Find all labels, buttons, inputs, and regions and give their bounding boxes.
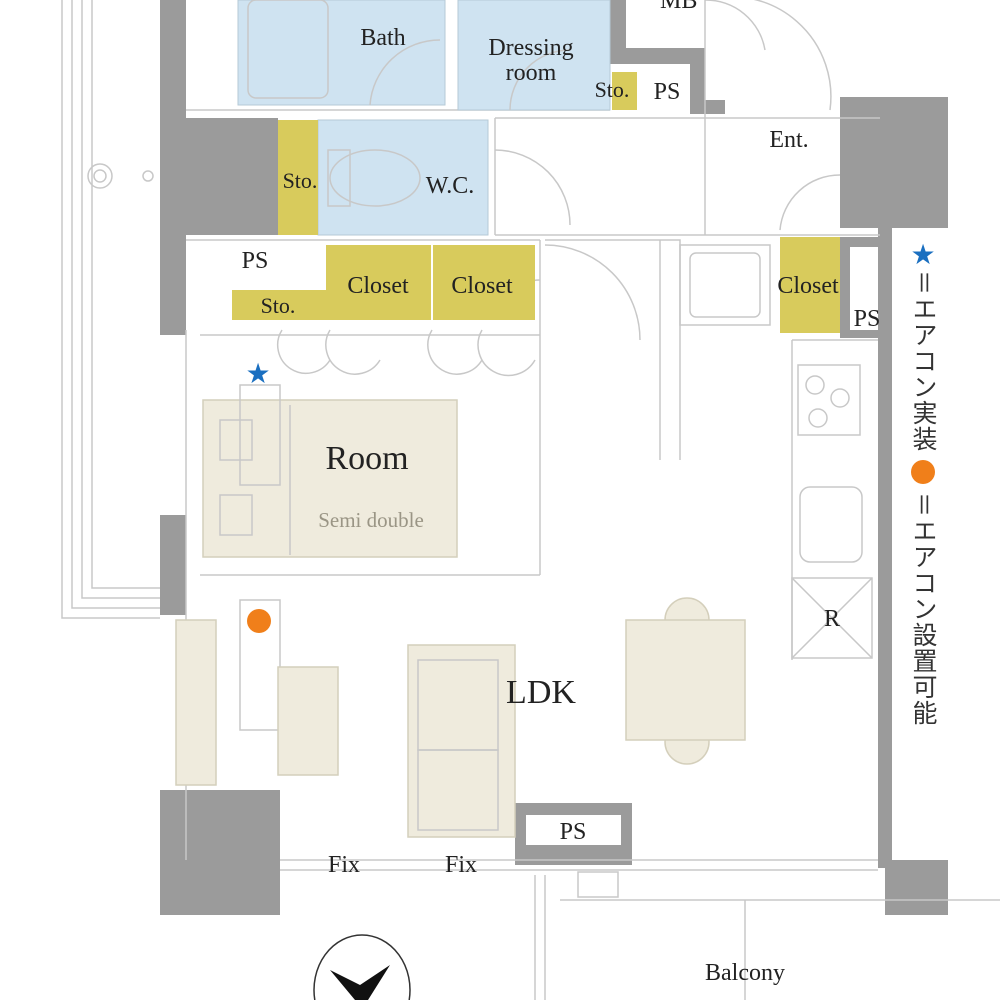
walls (160, 0, 948, 915)
wc (317, 119, 489, 236)
wc-label: W.C. (426, 173, 474, 199)
fix-1-label: Fix (328, 852, 360, 878)
closet-2-label: Closet (451, 273, 513, 299)
furniture (175, 384, 746, 838)
dressing-room (457, 0, 611, 111)
dressing-label-2: room (506, 60, 557, 86)
ldk-label: LDK (506, 674, 576, 711)
partitions (184, 0, 1000, 1000)
sto-wc (278, 120, 318, 235)
legend-installed: ＝エアコン実装 (909, 270, 938, 453)
closet-kitchen-label: Closet (777, 273, 839, 299)
ps-bottom-label: PS (560, 819, 587, 845)
ps-top-label: PS (654, 79, 681, 105)
fix-2-label: Fix (445, 852, 477, 878)
ac-installed-star-icon: ★ (245, 357, 270, 390)
orange-dot-icon (911, 460, 935, 485)
sto-wc-label: Sto. (283, 168, 318, 193)
ent-label: Ent. (769, 127, 808, 153)
bath (237, 0, 446, 106)
sto-room (232, 290, 326, 320)
legend-possible: ＝エアコン設置可能 (909, 492, 938, 727)
room-label: Room (325, 440, 408, 477)
star-icon: ★ (910, 238, 936, 271)
ps-left-label: PS (242, 248, 269, 274)
bath-label: Bath (360, 25, 405, 51)
side-balcony (61, 0, 160, 619)
dressing-label-1: Dressing (488, 35, 573, 61)
closet-1-label: Closet (347, 273, 409, 299)
sto-top-label: Sto. (595, 77, 630, 102)
sto-top (612, 72, 637, 110)
bed-label: Semi double (318, 508, 424, 532)
closet-1 (326, 245, 431, 320)
ac-possible-dot-icon (247, 609, 271, 633)
closet-kitchen (780, 237, 840, 333)
fridge-label: R (824, 606, 840, 632)
legend: ★ ＝エアコン実装 ＝エアコン設置可能 (903, 240, 943, 795)
ps-kitchen-label: PS (854, 306, 881, 332)
mb-label: MB (660, 0, 697, 14)
compass-icon (313, 934, 411, 1000)
closet-2 (433, 245, 535, 320)
balcony-label: Balcony (705, 960, 785, 986)
kitchen (679, 244, 873, 659)
sto-room-label: Sto. (261, 293, 296, 318)
